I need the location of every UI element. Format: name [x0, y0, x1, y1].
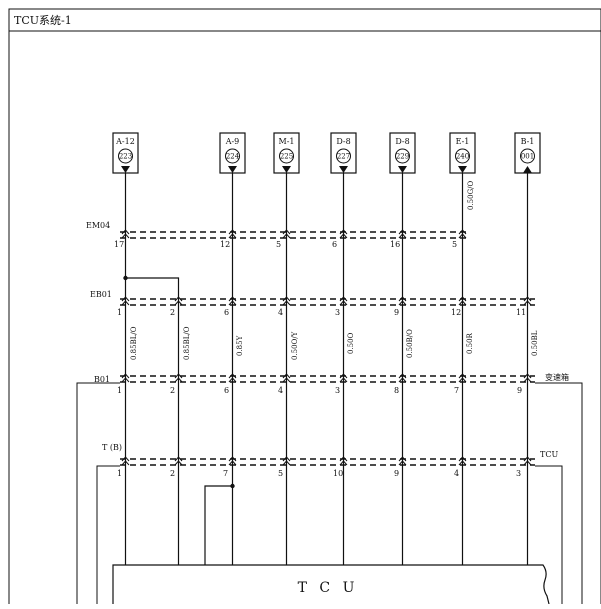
- b01-pins: 1 2 6 4 3 8 7 9: [117, 386, 522, 395]
- eb01-pins: 1 2 6 4 3 9 12 11: [117, 308, 526, 317]
- svg-text:9: 9: [517, 386, 522, 395]
- svg-text:11: 11: [516, 308, 526, 317]
- svg-text:A-9: A-9: [225, 137, 240, 146]
- connector-group: A-12 223 A-9 224 M-1 225 D-8 227: [112, 132, 541, 174]
- tb-side-label: TCU: [540, 450, 558, 459]
- transmission-enclosure: [76, 382, 120, 604]
- svg-text:B-1: B-1: [521, 137, 535, 146]
- arrow-up-icon: [523, 166, 532, 173]
- connector-e1[interactable]: E-1 240: [449, 132, 476, 174]
- arrow-down-icon: [458, 166, 467, 173]
- connector-d8-227[interactable]: D-8 227: [330, 132, 357, 174]
- svg-text:8: 8: [394, 386, 399, 395]
- eb01-label: EB01: [90, 290, 112, 299]
- svg-text:0.50B/O: 0.50B/O: [406, 329, 414, 358]
- svg-text:17: 17: [114, 240, 124, 249]
- svg-text:0.50O/Y: 0.50O/Y: [291, 331, 299, 360]
- svg-text:1: 1: [117, 308, 122, 317]
- connector-d8-229[interactable]: D-8 229: [389, 132, 416, 174]
- svg-text:001: 001: [521, 153, 534, 161]
- svg-text:1: 1: [117, 469, 122, 478]
- wire-color-upper: 0.50G/O: [467, 180, 475, 210]
- arrow-down-icon: [121, 166, 130, 173]
- svg-text:5: 5: [452, 240, 457, 249]
- tcu-module-label: T C U: [298, 580, 359, 596]
- svg-text:2: 2: [170, 469, 175, 478]
- wire-group: [124, 173, 529, 604]
- arrow-down-icon: [398, 166, 407, 173]
- wire-tcu-pin7-branch[interactable]: [204, 485, 233, 565]
- svg-text:5: 5: [278, 469, 283, 478]
- tb-label: T (B): [102, 443, 122, 452]
- svg-text:225: 225: [280, 153, 293, 161]
- svg-text:E-1: E-1: [456, 137, 470, 146]
- splice-node: [123, 275, 128, 281]
- connector-a9[interactable]: A-9 224: [219, 132, 246, 174]
- svg-text:223: 223: [119, 153, 132, 161]
- splice-node: [230, 483, 235, 489]
- arrow-down-icon: [282, 166, 291, 173]
- connector-b1[interactable]: B-1 001: [514, 132, 541, 174]
- em04-label: EM04: [86, 221, 110, 230]
- arrow-down-icon: [228, 166, 237, 173]
- svg-text:9: 9: [394, 308, 399, 317]
- svg-text:2: 2: [170, 386, 175, 395]
- svg-text:240: 240: [456, 153, 469, 161]
- svg-text:3: 3: [335, 386, 340, 395]
- svg-text:0.85BL/O: 0.85BL/O: [130, 326, 138, 360]
- tcu-module[interactable]: [112, 564, 550, 605]
- connector-a12[interactable]: A-12 223: [112, 132, 139, 174]
- svg-text:0.50R: 0.50R: [466, 332, 474, 354]
- em04-pins: 17 12 5 6 16 5: [114, 240, 457, 249]
- tcu-enclosure-right: [535, 465, 563, 604]
- svg-text:0.85BL/O: 0.85BL/O: [183, 326, 191, 360]
- svg-text:12: 12: [220, 240, 230, 249]
- diagram-frame: [8, 8, 601, 609]
- svg-text:229: 229: [396, 153, 409, 161]
- svg-text:0.50O: 0.50O: [347, 332, 355, 354]
- tb-pins: 1 2 7 5 10 9 4 3: [117, 469, 521, 478]
- svg-text:10: 10: [333, 469, 343, 478]
- transmission-enclosure-right: [535, 382, 583, 604]
- wire-color-labels: 0.50G/O 0.85BL/O 0.85BL/O 0.85Y 0.50O/Y …: [130, 180, 539, 360]
- svg-text:6: 6: [332, 240, 337, 249]
- svg-text:224: 224: [226, 153, 240, 161]
- pin-chevrons: [121, 229, 532, 466]
- diagram-title: TCU系统-1: [14, 14, 72, 27]
- svg-text:12: 12: [451, 308, 461, 317]
- svg-text:D-8: D-8: [336, 137, 350, 146]
- svg-text:2: 2: [170, 308, 175, 317]
- svg-text:1: 1: [117, 386, 122, 395]
- svg-text:16: 16: [390, 240, 400, 249]
- svg-text:7: 7: [223, 469, 228, 478]
- svg-text:0.85Y: 0.85Y: [236, 335, 244, 356]
- svg-text:7: 7: [454, 386, 459, 395]
- svg-text:5: 5: [276, 240, 281, 249]
- svg-text:A-12: A-12: [115, 137, 135, 146]
- b01-side-label: 变速箱: [545, 372, 569, 382]
- svg-text:227: 227: [337, 153, 350, 161]
- svg-text:3: 3: [516, 469, 521, 478]
- svg-text:9: 9: [394, 469, 399, 478]
- svg-text:D-8: D-8: [395, 137, 409, 146]
- arrow-down-icon: [339, 166, 348, 173]
- svg-text:0.50BL: 0.50BL: [531, 330, 539, 356]
- svg-text:M-1: M-1: [279, 137, 295, 146]
- wire-2-branch[interactable]: [125, 277, 180, 604]
- svg-text:4: 4: [454, 469, 459, 478]
- svg-text:6: 6: [224, 386, 229, 395]
- svg-text:4: 4: [278, 386, 283, 395]
- svg-text:4: 4: [278, 308, 283, 317]
- svg-text:3: 3: [335, 308, 340, 317]
- svg-text:6: 6: [224, 308, 229, 317]
- tcu-enclosure: [96, 465, 120, 604]
- connector-m1[interactable]: M-1 225: [273, 132, 300, 174]
- b01-label: B01: [94, 375, 110, 384]
